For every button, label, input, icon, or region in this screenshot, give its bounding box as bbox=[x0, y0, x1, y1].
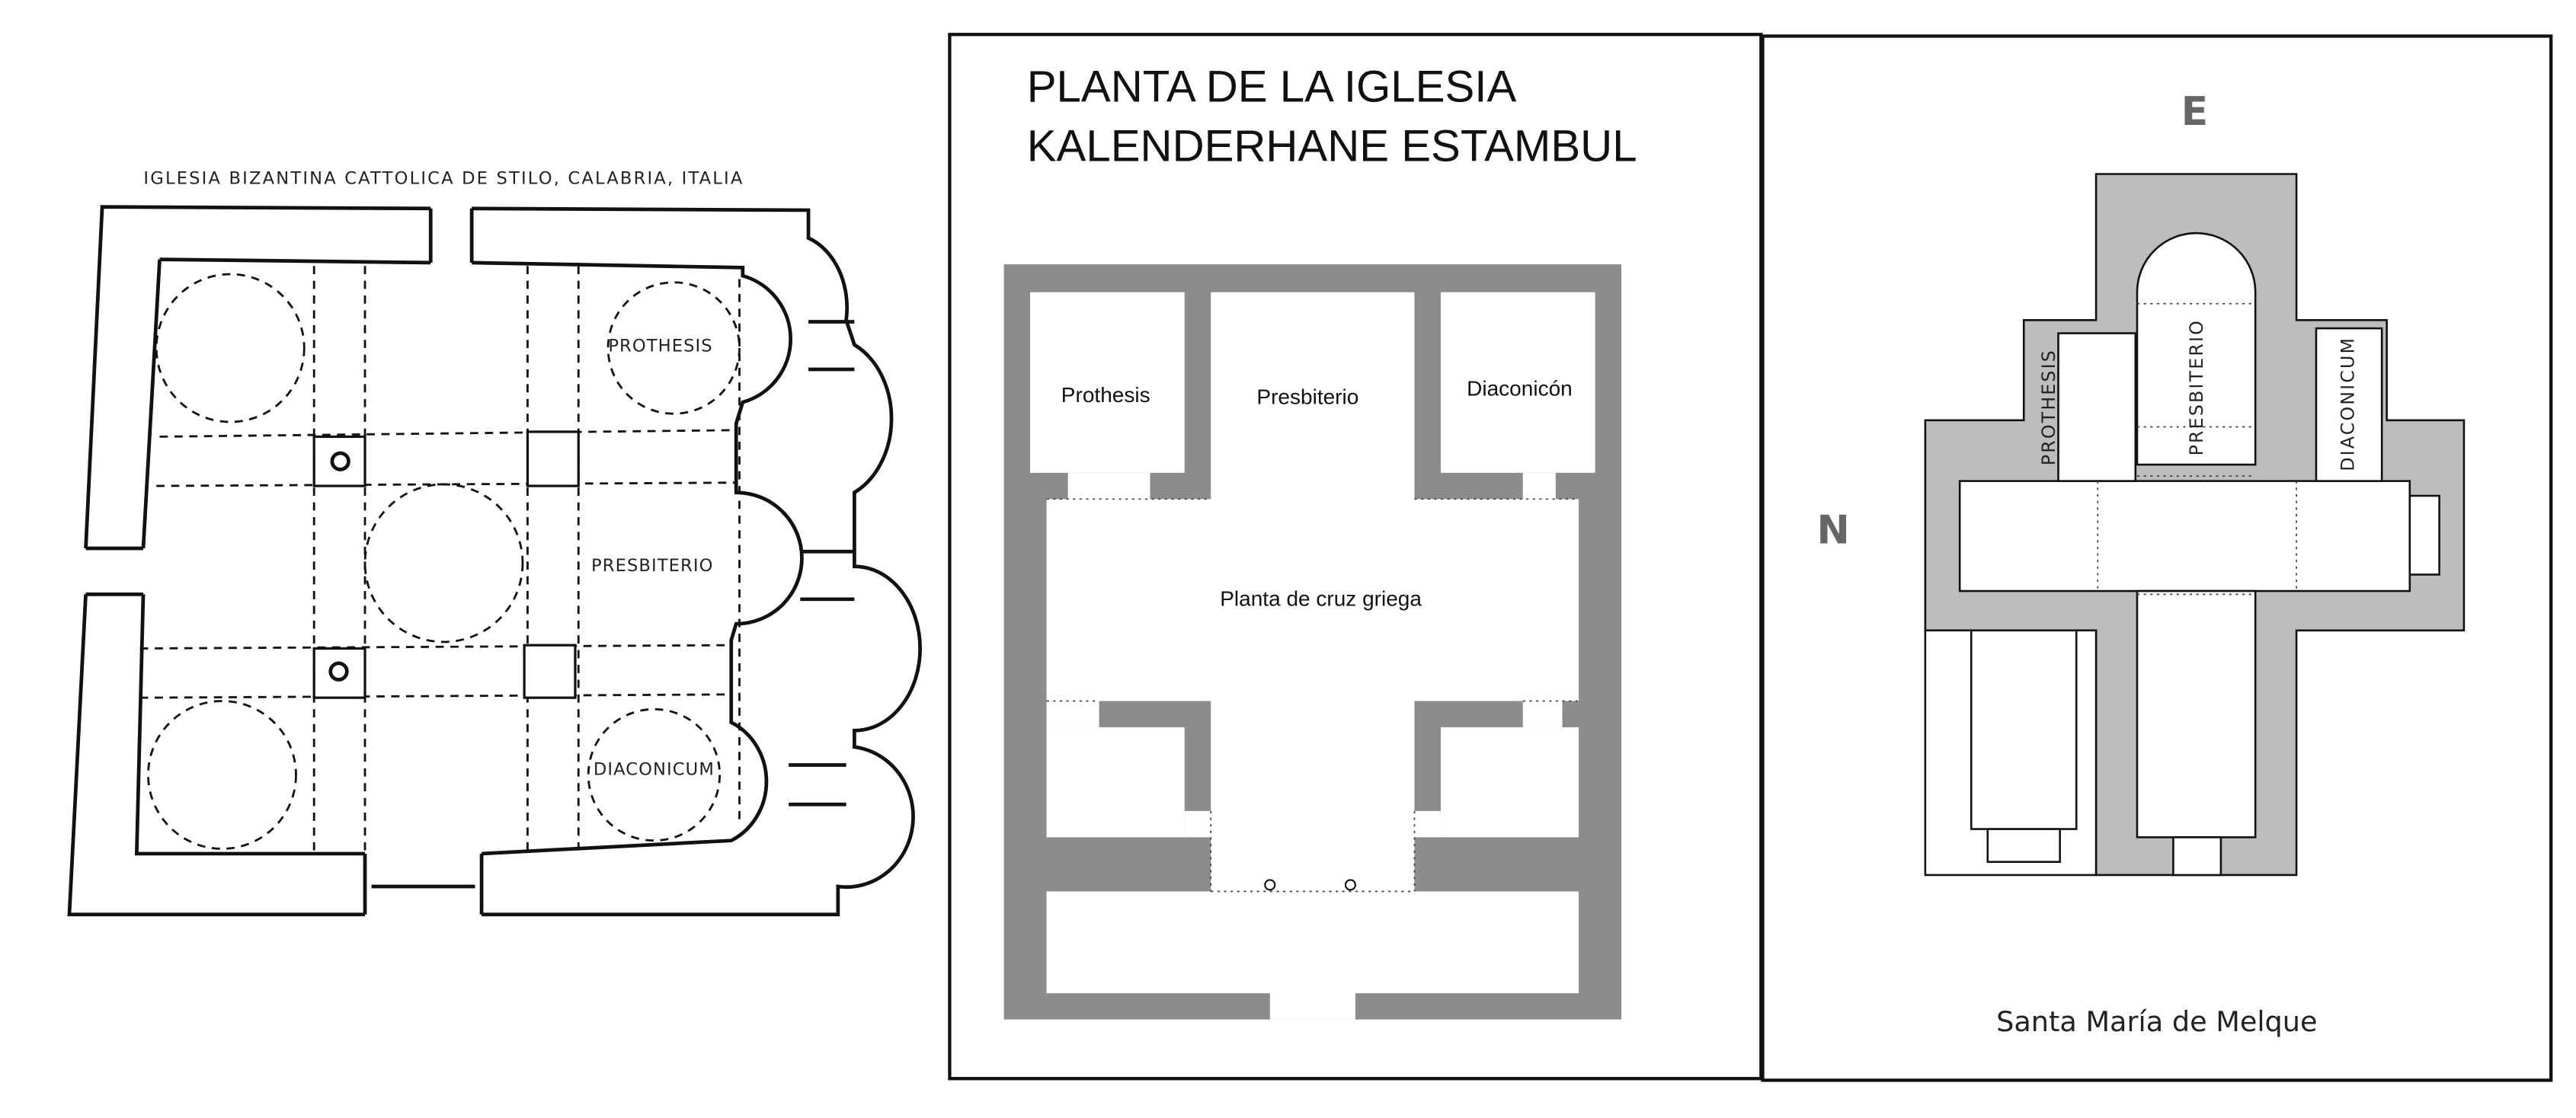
stilo-label-presbiterio: PRESBITERIO bbox=[591, 556, 713, 576]
stilo-doors bbox=[85, 208, 855, 915]
stilo-label-diaconicum: DIACONICUM bbox=[594, 759, 715, 779]
kalenderhane-title-line1: PLANTA DE LA IGLESIA bbox=[1027, 62, 1517, 112]
melque-label-presbiterio: PRESBITERIO bbox=[2186, 319, 2207, 455]
melque-plan: E N PROTHESIS PRESBITERIO DIACONICUM San… bbox=[1761, 34, 2553, 1082]
stilo-piers bbox=[312, 430, 580, 699]
stilo-label-prothesis: PROTHESIS bbox=[608, 336, 712, 356]
kalenderhane-plan: PLANTA DE LA IGLESIA KALENDERHANE ESTAMB… bbox=[948, 33, 1763, 1081]
kalenderhane-title-line2: KALENDERHANE ESTAMBUL bbox=[1027, 121, 1637, 171]
kalenderhane-label-nave: Planta de cruz griega bbox=[1220, 586, 1422, 610]
kalenderhane-label-presbiterio: Presbiterio bbox=[1256, 385, 1358, 408]
compass-north-label: N bbox=[1817, 508, 1850, 554]
kalenderhane-column bbox=[1344, 879, 1356, 891]
stilo-domes bbox=[147, 273, 741, 850]
melque-title: Santa María de Melque bbox=[1996, 1005, 2317, 1038]
stilo-outer-wall bbox=[67, 205, 923, 917]
stilo-title: IGLESIA BIZANTINA CATTOLICA DE STILO, CA… bbox=[143, 168, 744, 188]
stilo-plan: IGLESIA BIZANTINA CATTOLICA DE STILO, CA… bbox=[67, 168, 923, 917]
kalenderhane-openings bbox=[1046, 498, 1579, 893]
melque-crossing-lines bbox=[2097, 302, 2297, 596]
melque-label-diaconicum: DIACONICUM bbox=[2338, 337, 2359, 471]
melque-label-prothesis: PROTHESIS bbox=[2038, 349, 2059, 465]
kalenderhane-label-diaconicon: Diaconicón bbox=[1467, 377, 1573, 401]
kalenderhane-column bbox=[1264, 879, 1276, 891]
stilo-vault-lines bbox=[139, 266, 741, 854]
kalenderhane-label-prothesis: Prothesis bbox=[1061, 383, 1150, 407]
stilo-inner-wall bbox=[134, 257, 804, 856]
kalenderhane-spaces bbox=[1030, 292, 1595, 1020]
melque-spaces bbox=[1924, 232, 2440, 877]
compass-east-label: E bbox=[2181, 89, 2208, 135]
